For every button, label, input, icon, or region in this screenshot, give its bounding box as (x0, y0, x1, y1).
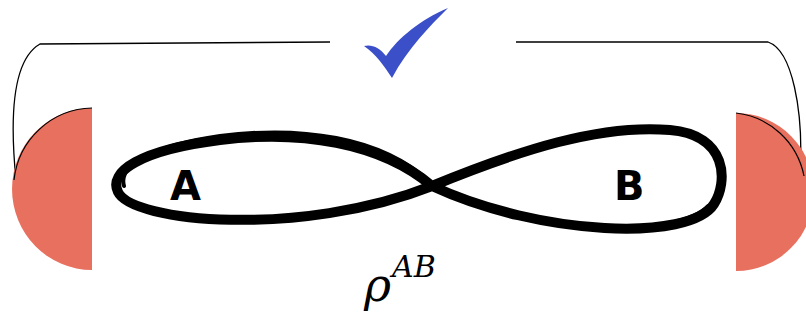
detector-outline (14, 108, 92, 180)
check-mark (364, 8, 448, 78)
entangled-loop (116, 129, 721, 228)
loop-stroke (123, 132, 708, 228)
detector-outline (736, 113, 804, 176)
state-superscript: AB (392, 252, 436, 282)
state-symbol: ρ (364, 262, 391, 308)
detector-right (736, 113, 806, 271)
subsystem-label: B (614, 166, 645, 206)
detector-left (12, 108, 92, 270)
subsystem-label: A (170, 166, 201, 206)
